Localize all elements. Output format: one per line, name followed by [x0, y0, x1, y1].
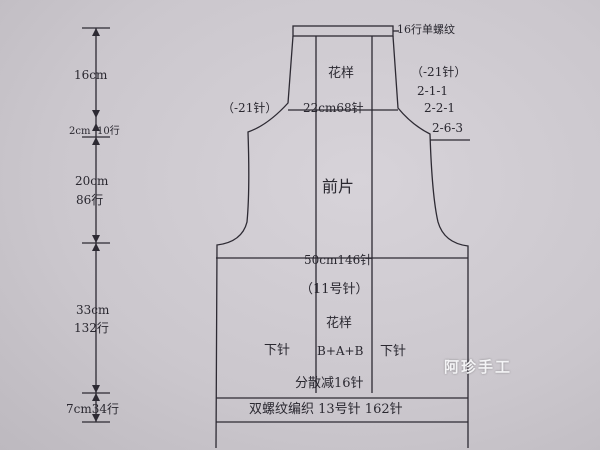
body-pattern-label: 花样	[326, 316, 353, 331]
decrease-step-2: 2-2-1	[424, 101, 456, 115]
dimension-arrows	[92, 28, 100, 422]
neck-rib-label: 16行单螺纹	[397, 23, 455, 36]
front-piece-title: 前片	[322, 177, 355, 196]
pattern-code-label: B+A+B	[317, 344, 364, 358]
watermark: 阿珍手工	[444, 358, 513, 376]
needle-size-label: （11号针）	[300, 282, 369, 297]
dim-2cm: 2cm	[69, 126, 91, 137]
dim-20cm: 20cm	[75, 174, 109, 188]
left-decrease-label: （-21针）	[222, 101, 278, 115]
dim-33cm: 33cm	[76, 303, 110, 317]
yoke-width-label: 22cm68针	[303, 101, 364, 115]
dim-132-rows: 132行	[74, 321, 109, 335]
dim-10-rows: 10行	[97, 126, 120, 137]
decrease-16-label: 分散减16针	[295, 376, 364, 391]
garment-outline-right	[392, 35, 469, 448]
right-stitch-label: 下针	[380, 344, 407, 359]
yoke-pattern-label: 花样	[328, 66, 355, 81]
rib-band-label: 双螺纹编织 13号针 162针	[249, 402, 403, 417]
body-width-label: 50cm146针	[304, 253, 373, 267]
right-decrease-label: （-21针）	[411, 65, 467, 79]
neck-rib-band	[292, 25, 394, 37]
left-stitch-label: 下针	[264, 343, 291, 358]
garment-outline	[215, 35, 294, 449]
dim-7cm34-rows: 7cm34行	[66, 402, 120, 416]
dim-86-rows: 86行	[76, 193, 104, 207]
dim-16cm: 16cm	[74, 68, 108, 82]
decrease-step-1: 2-1-1	[417, 84, 449, 98]
decrease-step-3: 2-6-3	[432, 121, 464, 135]
